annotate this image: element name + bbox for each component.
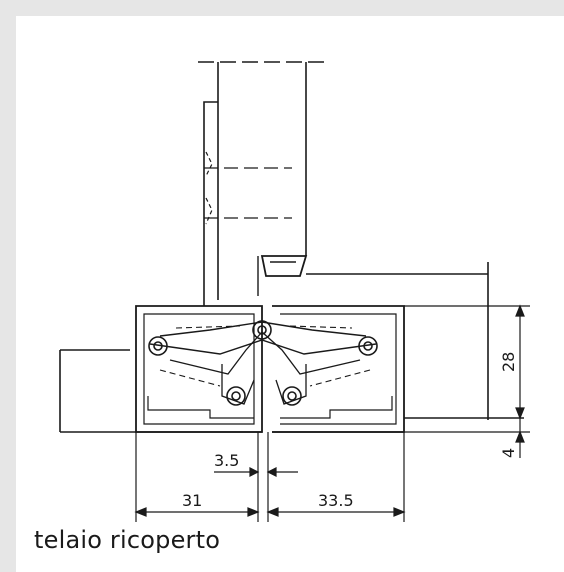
diagram-caption: telaio ricoperto [34, 526, 221, 554]
dim-offset-label: 4 [499, 448, 518, 458]
dimension-lines [134, 304, 530, 522]
dim-left-label: 31 [182, 491, 202, 510]
hinge-body [135, 305, 405, 433]
dim-right-label: 33.5 [318, 491, 354, 510]
hinge-pins [148, 320, 378, 406]
door-leaf [198, 61, 325, 306]
dim-height-label: 28 [499, 352, 518, 372]
dim-gap-label: 3.5 [214, 451, 239, 470]
drawing-frame [16, 16, 564, 572]
frame-cover [306, 262, 489, 420]
hinge-linkage [149, 321, 377, 405]
hinge-hook [257, 255, 308, 296]
